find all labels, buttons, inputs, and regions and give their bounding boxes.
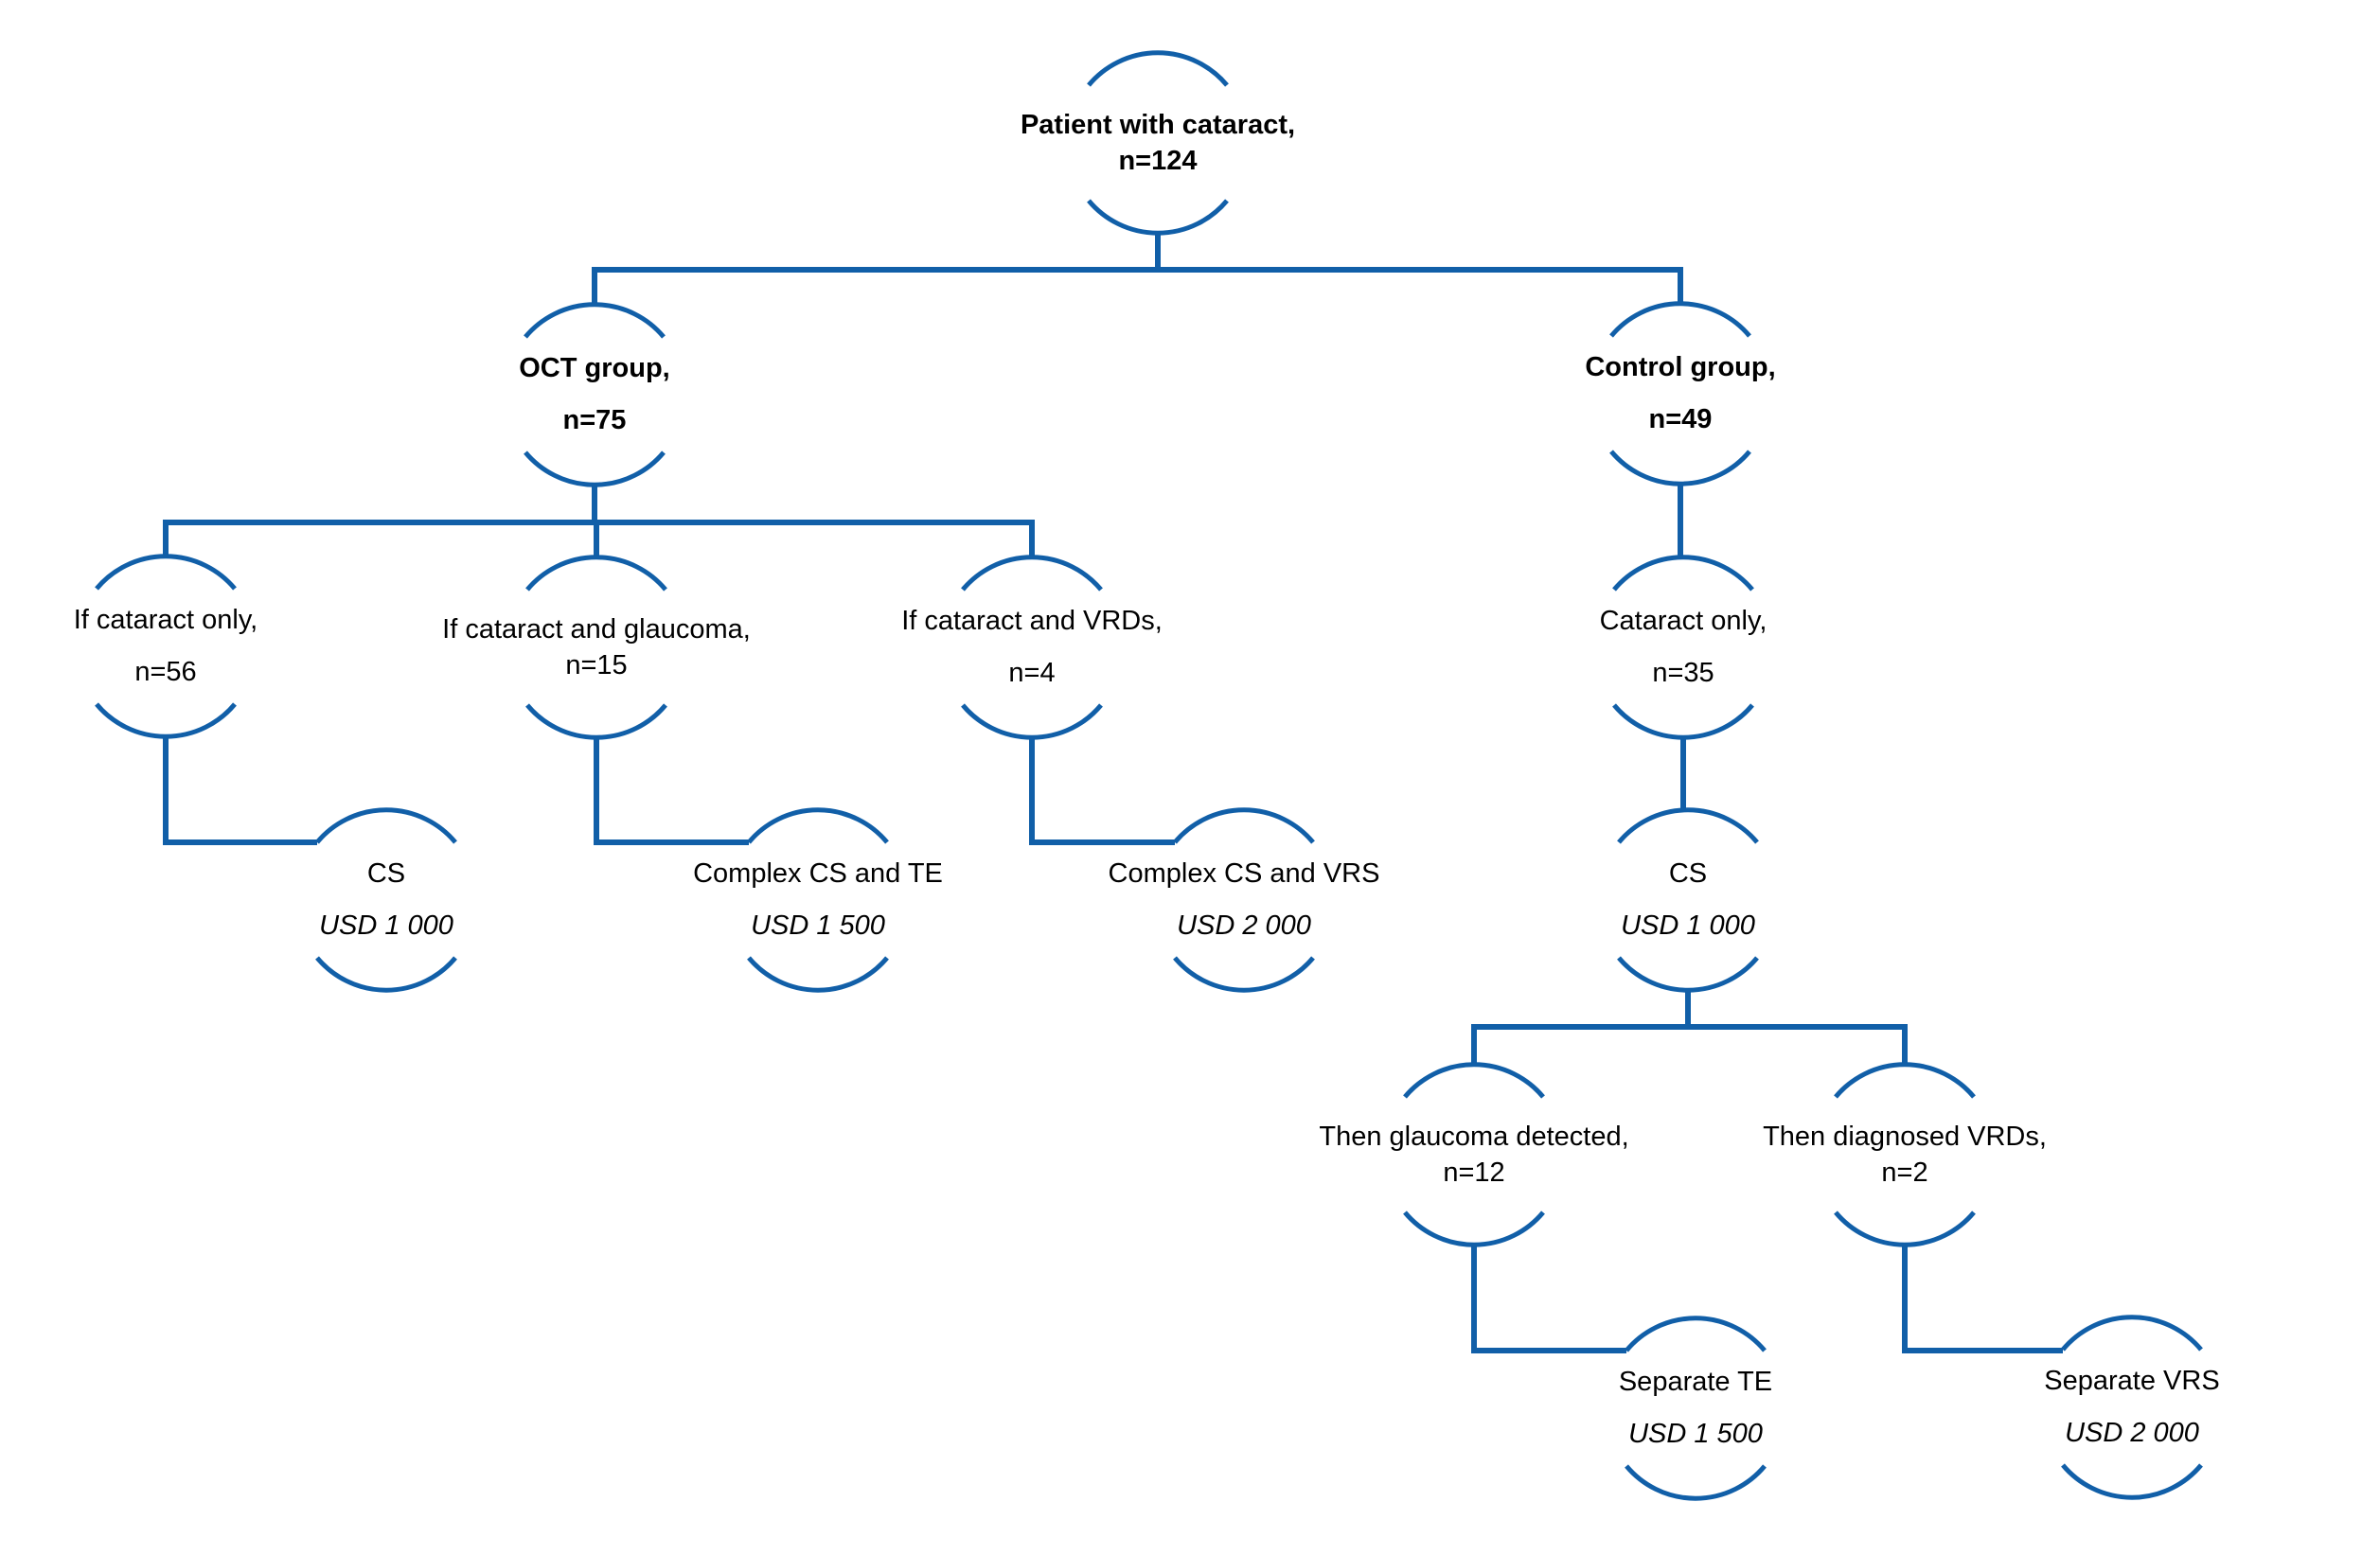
node-label: Then glaucoma detected, <box>1319 1121 1629 1152</box>
node-sub: USD 1 000 <box>1621 910 1755 941</box>
node-sub: n=15 <box>565 649 628 680</box>
node-control-separate-vrs: Separate VRS USD 2 000 <box>1914 1336 2350 1478</box>
node-sub: USD 1 500 <box>1628 1419 1763 1449</box>
node-sub: USD 2 000 <box>2065 1418 2199 1448</box>
node-label: If cataract and VRDs, <box>901 606 1163 636</box>
node-arc-control-group <box>1609 301 1751 486</box>
node-sub: n=56 <box>134 657 197 687</box>
node-sub: n=35 <box>1652 658 1714 688</box>
connector-elbow-complex-vrs <box>1029 737 1175 845</box>
node-sub: n=124 <box>1118 145 1198 176</box>
node-sub: n=4 <box>1008 658 1056 688</box>
node-sub: n=2 <box>1881 1157 1928 1188</box>
node-control-separate-te: Separate TE USD 1 500 <box>1478 1337 1913 1479</box>
node-sub: n=75 <box>562 405 627 435</box>
node-label: Complex CS and TE <box>693 858 943 889</box>
node-label: If cataract and glaucoma, <box>442 613 751 645</box>
node-control-cataract-only: Cataract only, n=35 <box>1465 576 1901 718</box>
node-patient: Patient with cataract, n=124 <box>940 72 1376 214</box>
node-label: Then diagnosed VRDs, <box>1763 1121 2047 1152</box>
node-control-group: Control group, n=49 <box>1463 323 1898 465</box>
node-oct-cataract-vrds: If cataract and VRDs, n=4 <box>814 576 1250 718</box>
node-label: Complex CS and VRS <box>1108 858 1380 889</box>
node-sub: USD 1 000 <box>319 910 453 941</box>
node-label: If cataract only, <box>73 605 258 635</box>
node-label: Separate TE <box>1618 1367 1773 1397</box>
node-arc-oct-group <box>524 302 666 487</box>
node-label: Separate VRS <box>2044 1366 2220 1396</box>
node-arc-oct-cs <box>315 807 457 993</box>
connector-elbow-complex-te <box>594 737 749 845</box>
node-label: Control group, <box>1585 352 1776 382</box>
node-arc-control-then-vrds <box>1834 1062 1976 1247</box>
node-arc-control-then-glaucoma <box>1403 1062 1545 1247</box>
node-arc-oct-complex-cs-vrs <box>1173 807 1315 993</box>
node-arc-patient <box>1087 50 1229 236</box>
node-label: Patient with cataract, <box>1020 109 1296 140</box>
node-arc-oct-cataract-vrds <box>961 555 1103 740</box>
node-arc-oct-complex-cs-te <box>747 807 889 993</box>
node-arc-control-cs <box>1617 807 1759 993</box>
connector-elbow-separate-te <box>1471 1245 1626 1353</box>
node-control-cs: CS USD 1 000 <box>1470 829 1906 971</box>
node-control-then-vrds: Then diagnosed VRDs, n=2 <box>1687 1084 2122 1226</box>
node-label: OCT group, <box>519 353 670 383</box>
node-sub: USD 2 000 <box>1177 910 1311 941</box>
node-sub: n=12 <box>1443 1157 1505 1188</box>
node-control-then-glaucoma: Then glaucoma detected, n=12 <box>1256 1084 1692 1226</box>
node-arc-oct-cataract-glaucoma <box>525 555 667 740</box>
node-sub: USD 1 500 <box>751 910 885 941</box>
node-sub: n=49 <box>1648 404 1713 434</box>
node-oct-cataract-glaucoma: If cataract and glaucoma, n=15 <box>379 576 814 718</box>
connector-root-branch <box>592 233 1683 305</box>
connector-elbow-cs <box>163 736 317 845</box>
connectors <box>163 233 2063 1353</box>
node-oct-complex-cs-te: Complex CS and TE USD 1 500 <box>600 829 1036 971</box>
node-arc-control-separate-te <box>1625 1316 1767 1501</box>
node-arcs <box>95 50 2203 1501</box>
node-label: CS <box>366 858 406 889</box>
node-oct-cs: CS USD 1 000 <box>169 829 604 971</box>
node-label: Cataract only, <box>1599 606 1767 636</box>
node-arc-control-cataract-only <box>1612 555 1754 740</box>
connector-elbow-separate-vrs <box>1902 1245 2063 1353</box>
node-oct-group: OCT group, n=75 <box>377 324 812 466</box>
node-oct-cataract-only: If cataract only, n=56 <box>0 575 383 717</box>
node-oct-complex-cs-vrs: Complex CS and VRS USD 2 000 <box>1026 829 1462 971</box>
node-label: CS <box>1668 858 1708 889</box>
node-arc-control-separate-vrs <box>2061 1315 2203 1500</box>
connector-oct-branch <box>163 485 1035 557</box>
node-arc-oct-cataract-only <box>95 554 237 739</box>
connector-control-sub-branch <box>1471 990 1908 1065</box>
